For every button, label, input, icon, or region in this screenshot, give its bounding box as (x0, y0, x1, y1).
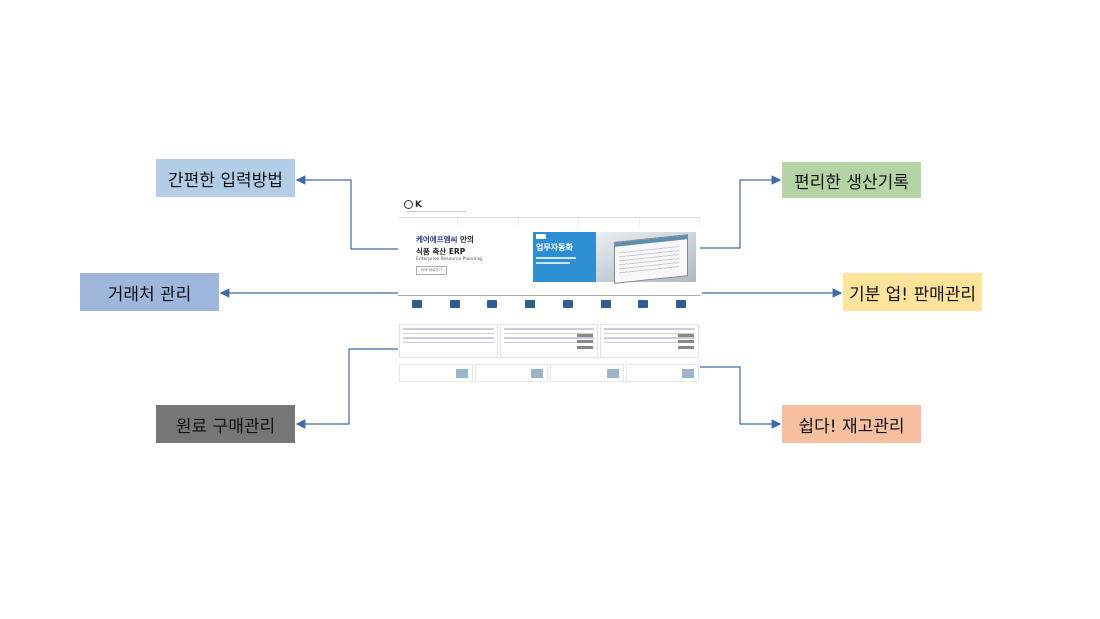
label-sales-management: 기분 업! 판매관리 (843, 273, 982, 311)
bottom-banner (474, 364, 548, 382)
nav-item (398, 218, 459, 228)
menu-icon (600, 300, 611, 308)
hero-tag (536, 234, 546, 239)
nav-item (519, 218, 580, 228)
hero-line (536, 262, 570, 264)
hero-button: ERP 바로가기 (416, 266, 447, 275)
menu-icon (487, 300, 498, 308)
info-panel (399, 324, 498, 358)
hero-caption: Enterprise Resource Planning (416, 257, 483, 262)
label-purchase-management: 원료 구매관리 (156, 405, 295, 443)
hero-line (536, 257, 576, 259)
site-logo: K (404, 200, 422, 210)
bottom-banners (398, 364, 700, 382)
quick-icon-item (398, 300, 436, 322)
website-screenshot: K 케어에프엠씨 만의 식품 축산 ERP Enterprise Resourc… (398, 196, 700, 384)
hero-title: 케어에프엠씨 만의 (416, 234, 474, 245)
menu-icon (525, 300, 536, 308)
hero-banner-text: 업무자동화 (536, 243, 573, 252)
hero-monitor-image (596, 232, 696, 284)
menu-icon (562, 300, 573, 308)
label-easy-input: 간편한 입력방법 (156, 159, 295, 197)
quick-icon-item (625, 300, 663, 322)
nav-item (640, 218, 700, 228)
nav-item (458, 218, 519, 228)
info-panels (398, 324, 700, 358)
logo-icon (404, 200, 413, 209)
connector-top-right (698, 175, 782, 249)
menu-icon (676, 300, 687, 308)
hero-brand: 케어에프엠씨 (416, 235, 458, 244)
quick-icon-item (474, 300, 512, 322)
hero-banner: 케어에프엠씨 만의 식품 축산 ERP Enterprise Resource … (398, 228, 700, 284)
quick-icon-item (549, 300, 587, 322)
menu-icon (449, 300, 460, 308)
label-client-management: 거래처 관리 (80, 273, 219, 311)
quick-icon-item (662, 300, 700, 322)
bottom-banner (625, 364, 699, 382)
connector-top-left (295, 175, 410, 250)
monitor-screen (614, 234, 688, 284)
logo-tagline (406, 211, 466, 212)
nav-item (579, 218, 640, 228)
menu-icon (638, 300, 649, 308)
quick-icon-item (436, 300, 474, 322)
info-panel (499, 324, 599, 358)
label-production-record: 편리한 생산기록 (782, 162, 921, 198)
info-panel (600, 324, 700, 358)
quick-icon-row (398, 300, 700, 322)
quick-icon-item (587, 300, 625, 322)
quick-icon-item (511, 300, 549, 322)
divider (398, 295, 700, 296)
bottom-banner (550, 364, 624, 382)
connector-bottom-right (698, 366, 782, 429)
menu-icon (411, 300, 422, 308)
label-inventory-management: 쉽다! 재고관리 (782, 405, 921, 443)
hero-subtitle: 식품 축산 ERP (416, 247, 466, 256)
logo-text: K (415, 200, 422, 210)
bottom-banner (399, 364, 473, 382)
hero-suffix: 만의 (460, 235, 474, 244)
connector-bottom-left (295, 348, 400, 429)
hero-blue-panel: 업무자동화 (533, 232, 597, 282)
